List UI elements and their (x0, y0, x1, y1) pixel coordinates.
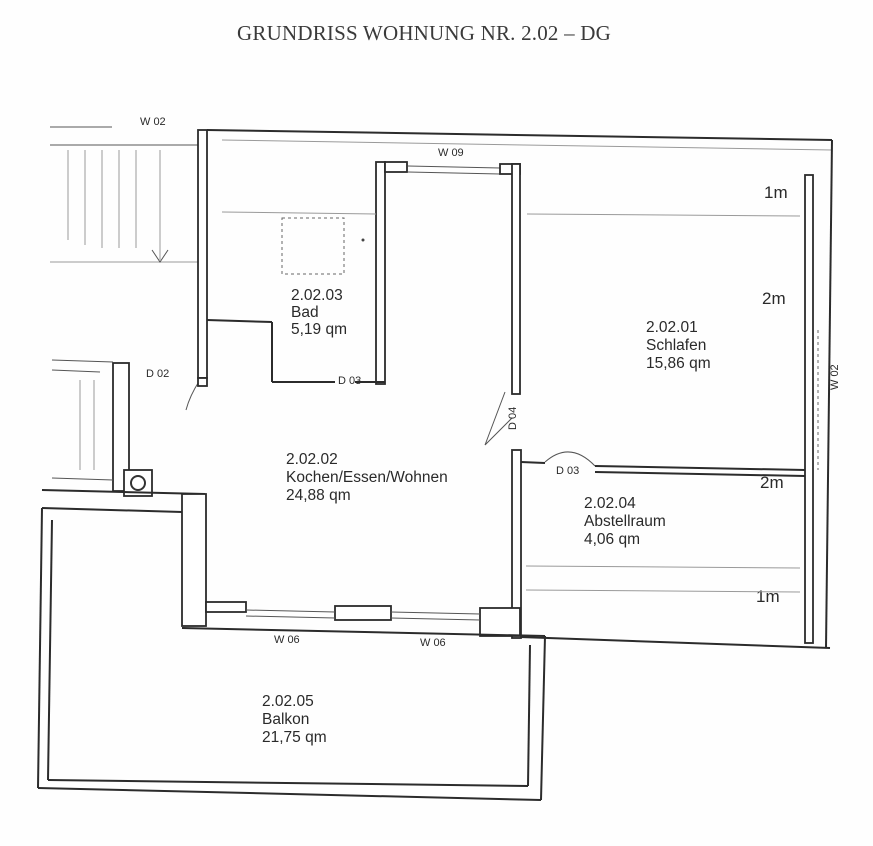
wall-bottom-right (519, 636, 831, 649)
kochen-number: 2.02.02 (286, 451, 338, 468)
balkon-name: Balkon (262, 711, 309, 728)
staircase (50, 126, 200, 263)
label-d03-bad: D 03 (338, 375, 361, 387)
label-d03-abstell: D 03 (556, 465, 579, 477)
schlafen-name: Schlafen (646, 337, 706, 354)
balcony-outline (37, 507, 546, 801)
bathroom-walls (206, 161, 408, 385)
wall-left-upper (197, 129, 208, 379)
wall-top (206, 129, 833, 141)
abstell-name: Abstellraum (584, 513, 666, 530)
balkon-number: 2.02.05 (262, 693, 314, 710)
label-d02: D 02 (146, 368, 169, 380)
kochen-area: 24,88 qm (286, 487, 351, 504)
label-w02-right: W 02 (829, 364, 841, 390)
plan-title: GRUNDRISS WOHNUNG NR. 2.02 – DG (237, 21, 611, 45)
storage-walls (511, 449, 806, 639)
label-w09: W 09 (438, 147, 464, 159)
schlafen-number: 2.02.01 (646, 319, 698, 336)
schlafen-area: 15,86 qm (646, 355, 711, 372)
label-w06-left: W 06 (274, 634, 300, 646)
label-w02-top: W 02 (140, 116, 166, 128)
bad-number: 2.02.03 (291, 287, 343, 304)
balkon-area: 21,75 qm (262, 729, 327, 746)
bad-area: 5,19 qm (291, 321, 347, 338)
dim-2m-mid: 2m (760, 473, 784, 492)
label-d04: D 04 (507, 407, 519, 430)
abstell-number: 2.02.04 (584, 495, 636, 512)
window-w09 (407, 165, 501, 175)
bad-name: Bad (291, 304, 319, 321)
dim-1m-bottom: 1m (756, 587, 780, 606)
abstell-area: 4,06 qm (584, 531, 640, 548)
kitchen-walls (181, 377, 521, 637)
wall-right-inner (804, 174, 814, 644)
left-corridor (41, 359, 206, 497)
wall-kitchen-bedroom (511, 163, 521, 395)
dim-2m-top: 2m (762, 289, 786, 308)
door-d04 (484, 391, 513, 446)
label-w06-right: W 06 (420, 637, 446, 649)
wall-right (825, 139, 833, 649)
dim-1m-top: 1m (764, 183, 788, 202)
kochen-name: Kochen/Essen/Wohnen (286, 469, 448, 486)
